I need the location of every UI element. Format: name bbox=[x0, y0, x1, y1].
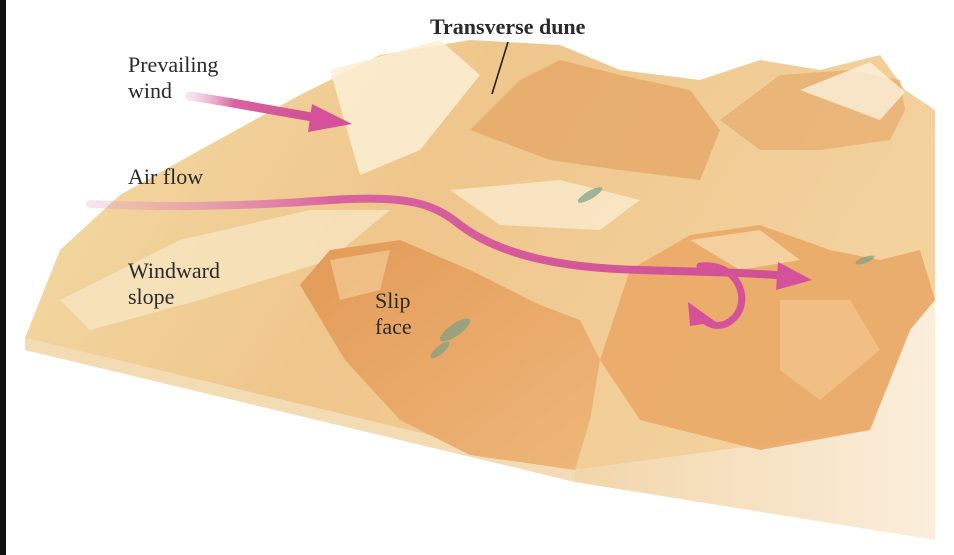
prevailing-wind-label: Prevailing wind bbox=[128, 52, 218, 104]
transverse-dune-label: Transverse dune bbox=[430, 14, 585, 40]
windward-slope-label: Windward slope bbox=[128, 258, 220, 310]
slip-face-label: Slip face bbox=[375, 288, 412, 340]
air-flow-label: Air flow bbox=[128, 164, 203, 190]
